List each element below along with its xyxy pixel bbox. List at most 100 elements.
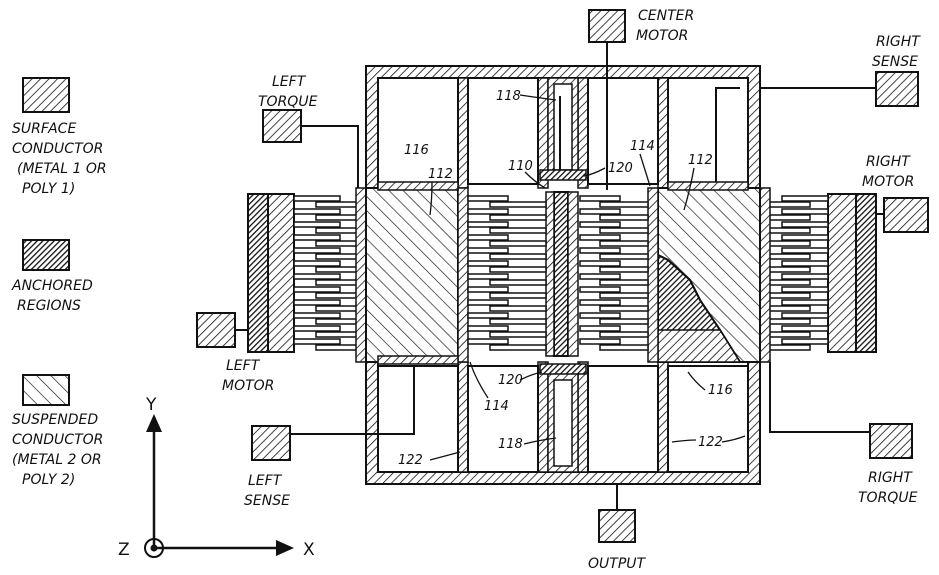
wire-left-torque [301, 125, 359, 188]
right-comb-finger-interleaved [767, 344, 811, 351]
inner-left-comb-finger [467, 286, 509, 293]
legend-anchored-label-1: ANCHORED [11, 278, 93, 294]
right-comb-finger [781, 208, 829, 215]
ref-116-top: 116 [404, 143, 429, 158]
left-torque-label-2: TORQUE [258, 94, 318, 110]
left-comb-finger-interleaved [315, 214, 359, 221]
inner-right-comb-finger-interleaved [599, 227, 649, 234]
inner-right-comb-finger [579, 286, 621, 293]
frame-divider-bottom-right [657, 361, 669, 473]
anchor-120-top [539, 169, 587, 181]
right-comb-drive [759, 187, 877, 363]
legend-surface-label-2: CONDUCTOR [12, 141, 103, 157]
center-slot-top-inner [553, 83, 573, 171]
wire-right-torque [769, 362, 870, 433]
left-motor-label-2: MOTOR [222, 378, 274, 394]
frame-divider-top-right [657, 77, 669, 189]
frame-center-bottom-right [577, 361, 589, 473]
inner-right-comb-finger [579, 247, 621, 254]
right-torque-label-1: RIGHT [868, 470, 913, 486]
legend-surface-label-4: POLY 1) [22, 181, 75, 197]
right-comb-finger [781, 286, 829, 293]
leader-120-top [582, 167, 606, 177]
left-comb-finger [293, 273, 341, 280]
left-comb-finger [293, 338, 341, 345]
ref-118-top: 118 [496, 89, 521, 104]
left-comb-finger-interleaved [315, 279, 359, 286]
leader-lines [429, 94, 746, 461]
strip-116-top-right [667, 181, 749, 191]
inner-right-comb-finger-interleaved [599, 305, 649, 312]
right-comb-finger [781, 234, 829, 241]
x-axis-label: X [303, 540, 315, 560]
inner-left-comb-finger-interleaved [489, 227, 547, 234]
y-axis-arrowhead [146, 414, 162, 432]
right-motor-label-1: RIGHT [866, 154, 911, 170]
output-pad [598, 509, 636, 543]
right-motor-pad [883, 197, 929, 233]
inner-left-comb-finger-interleaved [489, 266, 547, 273]
leader-118-top [519, 94, 557, 101]
y-axis-label: Y [145, 395, 157, 415]
legend-surface-label-1: SURFACE [12, 121, 76, 137]
right-comb-finger [781, 273, 829, 280]
legend-suspended-label-2: CONDUCTOR [12, 432, 103, 448]
legend-anchored-swatch [22, 239, 70, 271]
legend-anchored-label-2: REGIONS [17, 298, 81, 314]
right-comb-finger [781, 325, 829, 332]
legend-surface-label-3: (METAL 1 OR [17, 161, 107, 177]
right-comb-finger-interleaved [767, 240, 811, 247]
left-comb-finger [293, 299, 341, 306]
left-motor-pad [196, 312, 236, 348]
inner-left-comb-finger [467, 299, 509, 306]
right-comb-finger-interleaved [767, 305, 811, 312]
right-sense-pad [875, 71, 919, 107]
right-comb-base [827, 193, 857, 353]
right-comb-finger [781, 312, 829, 319]
right-comb-finger-interleaved [767, 331, 811, 338]
leader-114-bottom [469, 361, 489, 399]
output-label: OUTPUT [588, 556, 647, 572]
right-comb-finger [781, 338, 829, 345]
ref-122-right: 122 [698, 435, 723, 450]
left-comb-finger-interleaved [315, 240, 359, 247]
leader-112-right [683, 167, 695, 211]
left-comb-finger-interleaved [315, 253, 359, 260]
frame-divider-bottom-left [457, 361, 469, 473]
leader-122-right [671, 439, 697, 443]
right-motor-label-2: MOTOR [862, 174, 914, 190]
x-axis-arrowhead [276, 540, 294, 556]
right-comb-finger [781, 260, 829, 267]
z-axis-label: Z [118, 540, 130, 560]
leader-112-left [429, 181, 433, 216]
leader-120-bottom [519, 371, 543, 381]
left-comb-drive [247, 187, 367, 363]
ref-114-bottom: 114 [484, 399, 509, 414]
inner-stator-left [457, 187, 469, 363]
inner-right-comb-finger [579, 338, 621, 345]
right-anchor-bar [855, 193, 877, 353]
left-comb-stator [355, 187, 367, 363]
frame-center-bottom-left [537, 361, 549, 473]
coordinate-axes [144, 414, 294, 558]
ref-116-bottom: 116 [708, 383, 733, 398]
inner-left-comb-finger-interleaved [489, 305, 547, 312]
left-torque-label-1: LEFT [272, 74, 307, 90]
left-anchor-bar [247, 193, 269, 353]
inner-left-comb-finger-interleaved [489, 253, 547, 260]
inner-left-comb-finger [467, 338, 509, 345]
ref-112-right: 112 [688, 153, 713, 168]
inner-left-comb-finger [467, 195, 509, 202]
right-comb-finger [781, 221, 829, 228]
center-motor-label-2: MOTOR [636, 28, 688, 44]
left-comb-finger [293, 325, 341, 332]
left-sense-label-2: SENSE [244, 493, 290, 509]
left-comb-base [267, 193, 295, 353]
right-torque-label-2: TORQUE [858, 490, 918, 506]
left-comb-finger-interleaved [315, 266, 359, 273]
inner-stator-right [647, 187, 659, 363]
right-comb-finger-interleaved [767, 201, 811, 208]
right-torque-pad [869, 423, 913, 459]
left-comb-finger [293, 286, 341, 293]
